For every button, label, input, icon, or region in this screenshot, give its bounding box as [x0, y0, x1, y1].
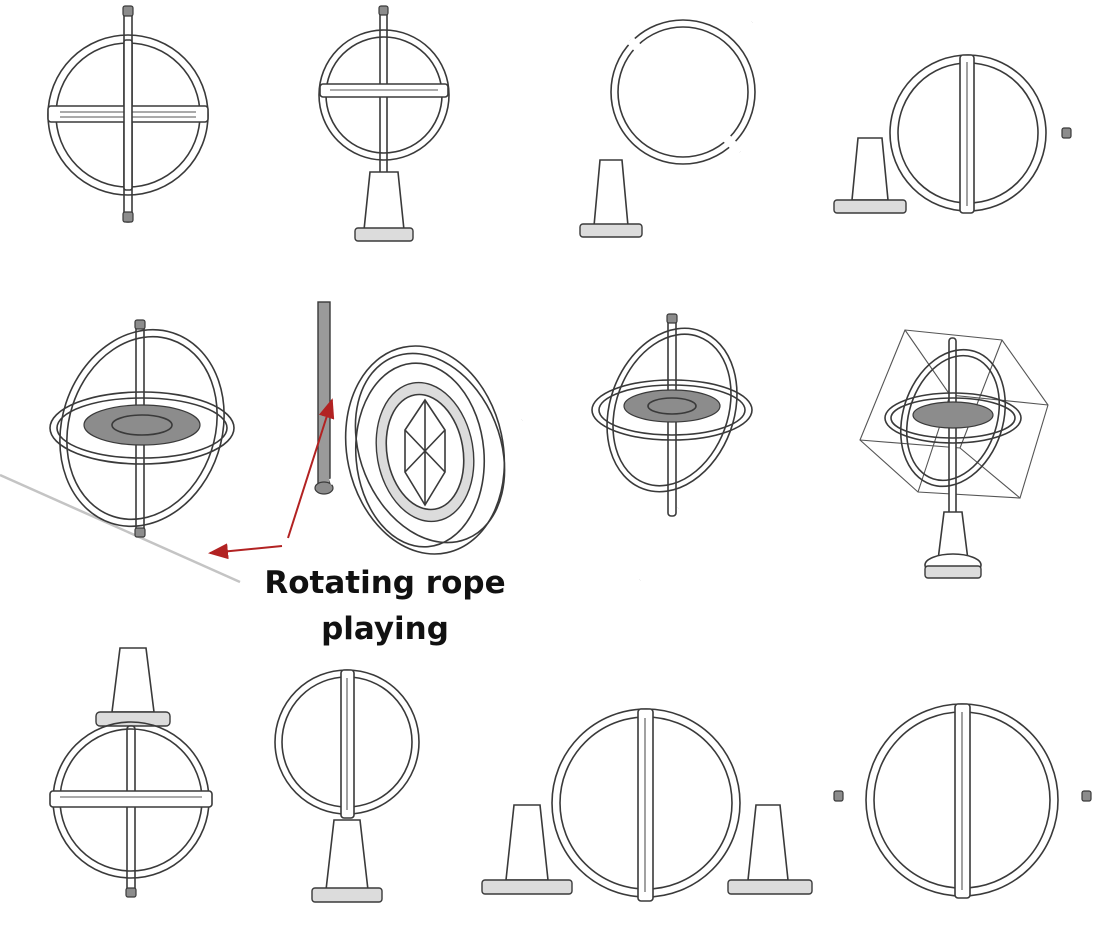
- arrow-to-rod: [287, 398, 335, 539]
- gyroscope-on-stick: [591, 313, 753, 582]
- annotation-arrows: [208, 398, 335, 560]
- annotation-label: Rotating rope playing: [255, 560, 515, 652]
- arrow-to-string: [208, 543, 283, 560]
- gyroscope-tilted-on-pedestal: [579, 19, 756, 238]
- gyroscope-upright: [47, 5, 209, 223]
- gyroscope-in-cube: [859, 329, 1049, 579]
- gyroscope-on-string: [0, 319, 241, 584]
- annotation-label-line1: Rotating rope: [264, 565, 506, 601]
- gyroscope-horizontal: [833, 703, 1092, 899]
- gyroscope-on-rod: [314, 301, 523, 555]
- gyroscope-inverted: [49, 647, 213, 898]
- gyroscope-two-stands: [481, 708, 813, 902]
- gyroscope-on-side-stand: [833, 54, 1072, 214]
- annotation-label-line2: playing: [321, 611, 449, 647]
- gyroscope-sideways-pedestal: [252, 669, 452, 903]
- gyroscope-on-pedestal: [318, 5, 450, 242]
